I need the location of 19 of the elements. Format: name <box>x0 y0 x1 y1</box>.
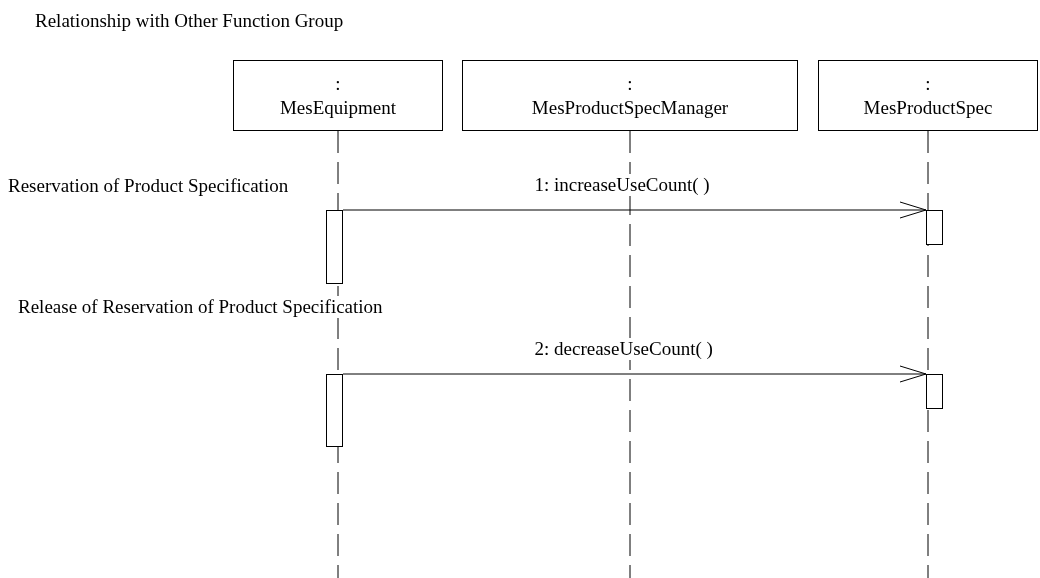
object-name: : <box>925 71 931 96</box>
message-arrow <box>342 365 927 383</box>
activation-bar <box>926 374 943 409</box>
message-label: 2: decreaseUseCount( ) <box>534 338 713 360</box>
activation-bar <box>326 374 343 447</box>
activation-bar <box>326 210 343 284</box>
object-name: MesEquipment <box>279 95 397 120</box>
object-name: : <box>627 71 633 96</box>
object-box <box>233 60 443 131</box>
object-name: MesProductSpecManager <box>531 95 729 120</box>
object-box <box>462 60 798 131</box>
activation-bar <box>926 210 943 245</box>
object-name: : <box>335 71 341 96</box>
object-name: MesProductSpec <box>863 95 993 120</box>
message-arrow <box>342 201 927 219</box>
object-box <box>818 60 1038 131</box>
section-label: Reservation of Product Specification <box>8 175 289 197</box>
message-label: 1: increaseUseCount( ) <box>534 174 710 196</box>
section-label: Release of Reservation of Product Specification <box>18 296 383 318</box>
